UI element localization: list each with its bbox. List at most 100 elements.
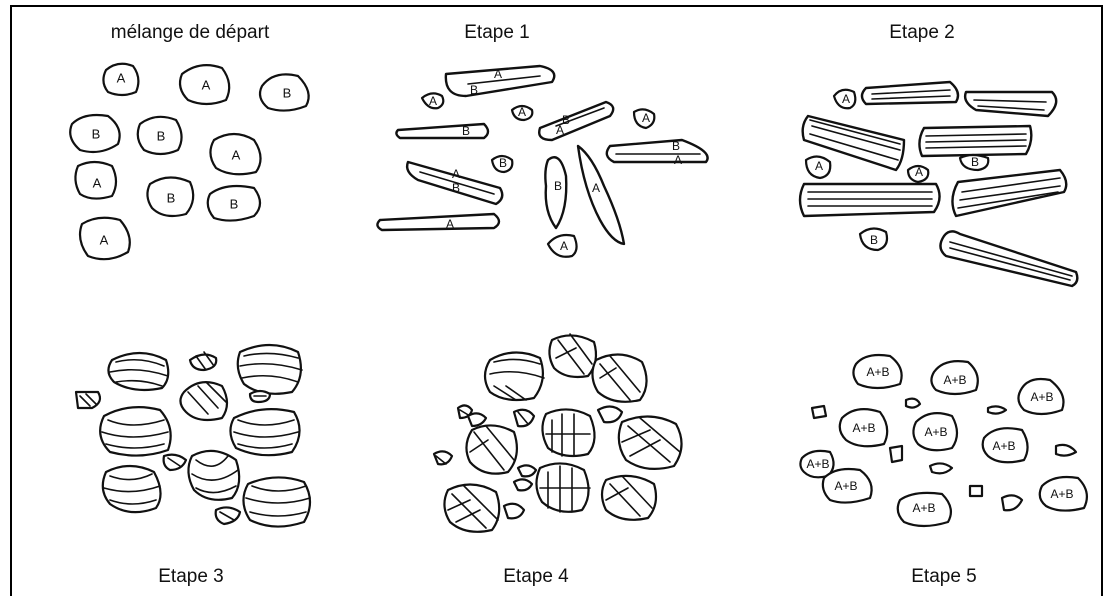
composite-grain: A+B xyxy=(1040,477,1087,511)
grain-label: A xyxy=(842,92,850,106)
grain-b: B xyxy=(147,177,193,216)
elongated-grain: BA xyxy=(607,139,708,167)
small-fragment xyxy=(970,486,982,496)
mixed-striated-grain xyxy=(468,413,486,426)
grain-a: A xyxy=(103,64,138,95)
grain-label: A xyxy=(100,233,109,248)
mixed-striated-grain xyxy=(444,484,499,531)
layered-rod xyxy=(965,92,1056,116)
striated-grain xyxy=(108,353,168,390)
grain-b: B xyxy=(960,155,988,170)
grain-b: B xyxy=(860,228,887,250)
mixed-striated-grain xyxy=(602,476,656,520)
composite-grain: A+B xyxy=(983,428,1028,462)
grain-label: A xyxy=(117,71,126,86)
grain-label: A xyxy=(93,176,102,191)
elongated-grain: B xyxy=(396,124,488,138)
mixed-striated-grain xyxy=(504,504,524,519)
striated-grain xyxy=(164,455,186,470)
grain-a: A xyxy=(548,235,577,257)
mixed-striated-grain xyxy=(434,451,452,464)
grain-label: A xyxy=(446,217,454,231)
grain-label: B xyxy=(499,156,507,170)
layered-rod xyxy=(862,82,958,104)
grain-a: A xyxy=(834,90,855,109)
composite-grain: A+B xyxy=(913,413,957,450)
composite-grain: A+B xyxy=(931,361,977,394)
grain-label: B xyxy=(971,155,979,169)
mixed-striated-grain xyxy=(549,334,596,377)
elongated-grain: AB xyxy=(446,66,554,97)
grain-label: A+B xyxy=(852,421,875,435)
grain-b: B xyxy=(138,117,182,154)
composite-grain: A+B xyxy=(823,469,872,503)
small-fragment xyxy=(930,463,952,473)
grain-a: A xyxy=(80,218,130,259)
grain-label: A+B xyxy=(834,479,857,493)
panel-step5: A+B A+B A+B A+B A+B A+B A+B A+B A+B A+B xyxy=(800,355,1087,526)
grain-label: B xyxy=(554,179,562,193)
grain-b: B xyxy=(70,115,119,152)
mixed-striated-grain xyxy=(536,463,590,512)
striated-grain xyxy=(180,382,227,420)
panel-step2: A A A B B xyxy=(800,82,1077,286)
grain-label: A xyxy=(815,159,823,173)
grain-label: B xyxy=(167,191,176,206)
grain-a: A xyxy=(210,134,260,174)
grain-label: B xyxy=(157,129,166,144)
small-fragment xyxy=(988,406,1006,413)
striated-grain xyxy=(76,392,100,408)
striated-grain xyxy=(190,352,216,370)
composite-grain: A+B xyxy=(853,355,901,388)
grain-label: A xyxy=(202,78,211,93)
panel-step4 xyxy=(434,334,682,532)
grain-label: A xyxy=(674,153,682,167)
composite-grain: A+B xyxy=(1018,379,1063,414)
grain-a: A xyxy=(634,109,654,128)
mixed-striated-grain xyxy=(485,352,544,400)
mixed-striated-grain xyxy=(619,416,682,468)
grain-label: A+B xyxy=(924,425,947,439)
grain-label: B xyxy=(470,83,478,97)
grain-label: A+B xyxy=(806,457,829,471)
grain-label: A xyxy=(592,181,600,195)
small-fragment xyxy=(1002,495,1022,510)
striated-grain xyxy=(243,477,310,526)
grain-b: B xyxy=(208,186,260,221)
striated-grain xyxy=(216,507,240,524)
grain-label: A xyxy=(429,94,437,108)
grain-label: A xyxy=(642,111,650,125)
elongated-grain: AB xyxy=(407,162,502,204)
grain-label: A+B xyxy=(992,439,1015,453)
elongated-grain: BA xyxy=(539,102,613,140)
grain-label: A xyxy=(452,167,460,181)
mixed-striated-grain xyxy=(542,409,594,456)
layered-rod xyxy=(952,170,1066,216)
grain-label: A xyxy=(518,105,526,119)
composite-grain: A+B xyxy=(840,409,887,446)
grain-label: A+B xyxy=(1030,390,1053,404)
mixed-striated-grain xyxy=(592,354,646,401)
panel-start: A A B B B A A B B A xyxy=(70,64,308,259)
grain-label: A xyxy=(232,148,241,163)
grain-label: A xyxy=(556,123,564,137)
elongated-grain: A xyxy=(377,214,499,231)
striated-grain xyxy=(230,409,299,455)
grain-label: A+B xyxy=(866,365,889,379)
grain-label: B xyxy=(230,197,239,212)
layered-rod xyxy=(919,126,1031,156)
mixed-striated-grain xyxy=(518,465,536,476)
grain-label: A xyxy=(560,239,568,253)
grain-label: A xyxy=(494,67,502,81)
mixed-striated-grain xyxy=(466,425,516,473)
grain-a: A xyxy=(908,165,928,182)
small-fragment xyxy=(812,406,826,418)
grain-label: A+B xyxy=(943,373,966,387)
striated-grain xyxy=(188,451,239,500)
grain-label: B xyxy=(283,86,292,101)
small-fragment xyxy=(906,399,920,408)
striated-grain xyxy=(100,407,171,455)
grain-label: B xyxy=(92,127,101,142)
striated-grain xyxy=(103,466,161,512)
